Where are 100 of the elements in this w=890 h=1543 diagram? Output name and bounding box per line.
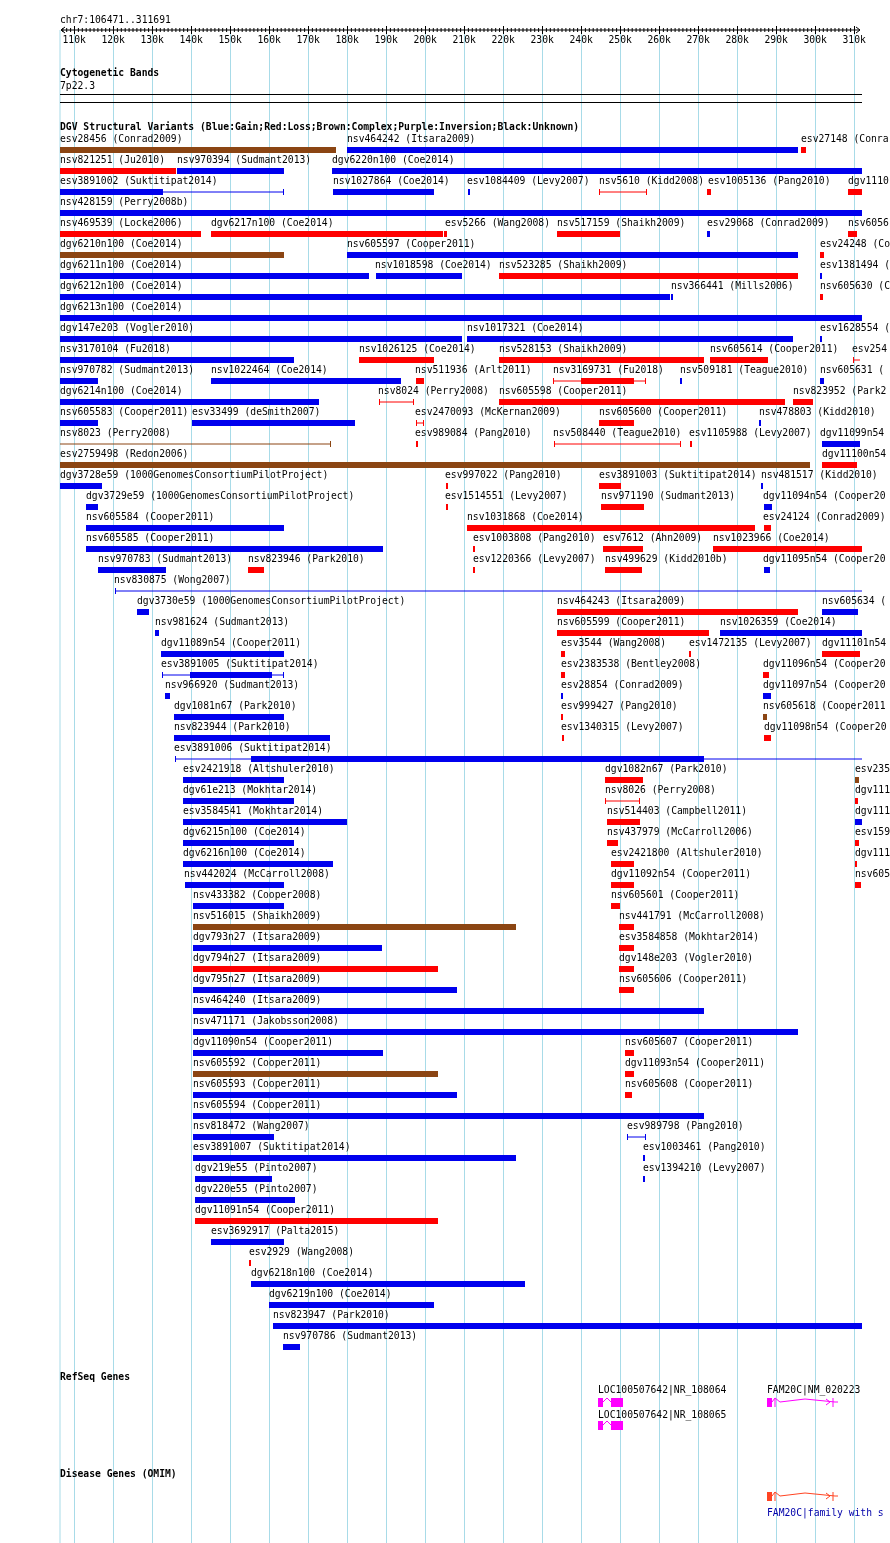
variant-label: dgv11101n54: [822, 637, 887, 649]
axis-tick-label: 310k: [842, 34, 866, 46]
variant-label: nsv605600 (Cooper2011): [599, 406, 728, 418]
variant-label: esv33499 (deSmith2007): [192, 406, 321, 418]
axis-tick-label: 110k: [62, 34, 86, 46]
variant-label: dgv148e203 (Vogler2010): [619, 952, 754, 964]
variant-label: esv3692917 (Palta2015): [211, 1225, 340, 1237]
variant-label: nsv1026359 (Coe2014): [720, 616, 837, 628]
variant-label: nsv442024 (McCarroll2008): [184, 868, 330, 880]
axis-tick-label: 120k: [101, 34, 125, 46]
variant-label: dgv11090n54 (Cooper2011): [193, 1036, 333, 1048]
variant-label: nsv605584 (Cooper2011): [86, 511, 215, 523]
variant-label: dgv6212n100 (Coe2014): [60, 280, 183, 292]
variant-label: dgv6210n100 (Coe2014): [60, 238, 183, 250]
variant-label: esv989798 (Pang2010): [627, 1120, 744, 1132]
variant-label: nsv517159 (Shaikh2009): [557, 217, 686, 229]
variant-label: nsv478803 (Kidd2010): [759, 406, 876, 418]
variant-label: esv1628554 (: [820, 322, 890, 334]
variant-label: nsv970783 (Sudmant2013): [98, 553, 233, 565]
variant-label: esv3891007 (Suktitipat2014): [193, 1141, 351, 1153]
variant-label: esv3891003 (Suktitipat2014): [599, 469, 757, 481]
variant-label: nsv966920 (Sudmant2013): [165, 679, 300, 691]
variant-label: dgv3728e59 (1000GenomesConsortiumPilotProject): [60, 469, 329, 481]
variant-label: nsv1023966 (Coe2014): [713, 532, 830, 544]
variant-label: dgv1082n67 (Park2010): [605, 763, 728, 775]
variant-label: nsv605585 (Cooper2011): [86, 532, 215, 544]
variant-label: nsv605618 (Cooper2011: [763, 700, 886, 712]
variant-label: dgv11097n54 (Cooper20: [763, 679, 886, 691]
track-title: DGV Structural Variants (Blue:Gain;Red:Loss;Brown:Complex;Purple:Inversion;Black:Unknown): [60, 121, 580, 133]
variant-label: nsv8024 (Perry2008): [378, 385, 489, 397]
variant-label: dgv61e213 (Mokhtar2014): [183, 784, 318, 796]
variant-label: nsv818472 (Wang2007): [193, 1120, 310, 1132]
variant-label: nsv366441 (Mills2006): [671, 280, 794, 292]
variant-label: nsv1018598 (Coe2014): [375, 259, 492, 271]
variant-label: nsv970782 (Sudmant2013): [60, 364, 195, 376]
variant-label: esv27148 (Conra: [801, 133, 889, 145]
variant-label: nsv1031868 (Coe2014): [467, 511, 584, 523]
axis-tick-label: 150k: [218, 34, 242, 46]
variant-label: dgv793n27 (Itsara2009): [193, 931, 322, 943]
variant-label: esv999427 (Pang2010): [561, 700, 678, 712]
axis-tick-label: 290k: [764, 34, 788, 46]
variant-label: nsv821251 (Ju2010): [60, 154, 165, 166]
variant-label: nsv605634 (: [822, 595, 887, 607]
coordinate-label: chr7:106471..311691: [60, 14, 171, 26]
variant-label: dgv6220n100 (Coe2014): [332, 154, 455, 166]
variant-label: nsv605630 (C: [820, 280, 890, 292]
variant-label: esv2929 (Wang2008): [249, 1246, 354, 1258]
variant-label: esv29068 (Conrad2009): [707, 217, 830, 229]
variant-label: nsv8023 (Perry2008): [60, 427, 171, 439]
axis-tick-label: 260k: [647, 34, 671, 46]
variant-label: dgv111: [855, 805, 890, 817]
axis-tick-label: 280k: [725, 34, 749, 46]
variant-label: nsv605631 (: [820, 364, 885, 376]
variant-label: esv1084409 (Levy2007): [467, 175, 590, 187]
variant-label: esv235: [855, 763, 890, 775]
variant-label: nsv523285 (Shaikh2009): [499, 259, 628, 271]
variant-label: nsv605608 (Cooper2011): [625, 1078, 754, 1090]
variant-label: dgv111: [855, 784, 890, 796]
variant-label: nsv605597 (Cooper2011): [347, 238, 476, 250]
variant-label: nsv823952 (Park2: [793, 385, 887, 397]
variant-label: nsv971190 (Sudmant2013): [601, 490, 736, 502]
variant-label: nsv1027864 (Coe2014): [333, 175, 450, 187]
variant-label: nsv830875 (Wong2007): [114, 574, 231, 586]
variant-label: esv2383538 (Bentley2008): [561, 658, 701, 670]
variant-label: dgv11091n54 (Cooper2011): [195, 1204, 335, 1216]
gene-label: LOC100507642|NR_108064: [598, 1384, 727, 1396]
variant-label: esv1003808 (Pang2010): [473, 532, 596, 544]
variant-label: dgv11099n54: [820, 427, 885, 439]
variant-label: dgv3730e59 (1000GenomesConsortiumPilotProject): [137, 595, 406, 607]
axis-tick-label: 160k: [257, 34, 281, 46]
variant-label: dgv795n27 (Itsara2009): [193, 973, 322, 985]
variant-label: esv2470093 (McKernan2009): [415, 406, 561, 418]
variant-label: nsv528153 (Shaikh2009): [499, 343, 628, 355]
variant-label: nsv605598 (Cooper2011): [499, 385, 628, 397]
variant-label: nsv823944 (Park2010): [174, 721, 291, 733]
axis-tick-label: 300k: [803, 34, 827, 46]
variant-label: esv24248 (Co: [820, 238, 890, 250]
variant-label: nsv514403 (Campbell2011): [607, 805, 747, 817]
variant-label: nsv605599 (Cooper2011): [557, 616, 686, 628]
variant-label: esv3544 (Wang2008): [561, 637, 666, 649]
variant-label: nsv605: [855, 868, 890, 880]
variant-label: nsv970786 (Sudmant2013): [283, 1330, 418, 1342]
variant-label: nsv605594 (Cooper2011): [193, 1099, 322, 1111]
variant-label: nsv481517 (Kidd2010): [761, 469, 878, 481]
variant-label: nsv469539 (Locke2006): [60, 217, 183, 229]
variant-label: esv1381494 (: [820, 259, 890, 271]
variant-label: esv24124 (Conrad2009): [763, 511, 886, 523]
variant-label: esv1003461 (Pang2010): [643, 1141, 766, 1153]
variant-label: esv28854 (Conrad2009): [561, 679, 684, 691]
variant-label: nsv1017321 (Coe2014): [467, 322, 584, 334]
variant-label: esv254: [852, 343, 887, 355]
axis-tick-label: 200k: [413, 34, 437, 46]
variant-label: dgv11095n54 (Cooper20: [763, 553, 886, 565]
variant-label: nsv499629 (Kidd2010b): [605, 553, 728, 565]
band-label: 7p22.3: [60, 80, 95, 92]
variant-label: dgv6216n100 (Coe2014): [183, 847, 306, 859]
axis-tick-label: 220k: [491, 34, 515, 46]
variant-label: dgv794n27 (Itsara2009): [193, 952, 322, 964]
variant-label: dgv6214n100 (Coe2014): [60, 385, 183, 397]
variant-label: dgv6213n100 (Coe2014): [60, 301, 183, 313]
